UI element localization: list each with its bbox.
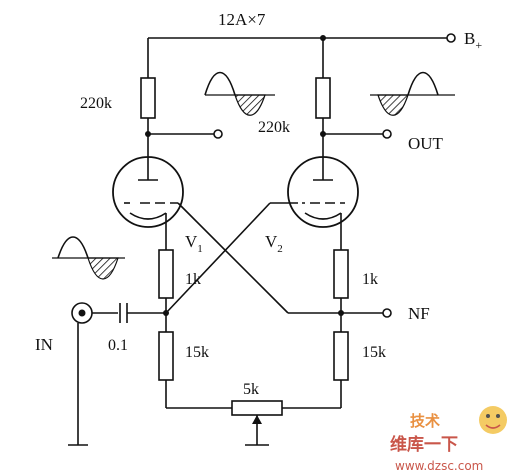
plate-resistor-right-label: 220k — [258, 119, 290, 136]
output-label: OUT — [408, 134, 444, 153]
input-jack — [68, 302, 118, 446]
tube-v2-label: V2 — [265, 232, 283, 255]
cathode-resistor-left — [158, 249, 174, 332]
waveform-right-top — [370, 71, 455, 116]
vacuum-tube-v1 — [112, 156, 184, 250]
svg-text:技术: 技术 — [410, 412, 440, 430]
svg-text:维库一下: 维库一下 — [390, 434, 458, 455]
tail-resistor-right — [282, 331, 349, 409]
tail-resistor-left — [158, 331, 232, 409]
capacitor-label: 0.1 — [108, 337, 128, 354]
potentiometer-label: 5k — [243, 381, 259, 398]
svg-text:www.dzsc.com: www.dzsc.com — [395, 459, 483, 473]
supply-rail — [148, 33, 456, 43]
cathode-resistor-left-label: 1k — [185, 271, 201, 288]
tube-v1-label: V1 — [185, 232, 203, 255]
cathode-resistor-right-label: 1k — [362, 271, 378, 288]
plate-resistor-left — [140, 38, 223, 165]
cross-coupling-wires — [165, 202, 341, 314]
plate-resistor-left-label: 220k — [80, 95, 112, 112]
vacuum-tube-v2 — [287, 156, 359, 250]
waveform-input — [52, 236, 125, 280]
watermark-logo: 技术 维库一下 www.dzsc.com — [390, 406, 507, 473]
feedback-label: NF — [408, 304, 430, 323]
tail-resistor-left-label: 15k — [185, 344, 209, 361]
tail-resistor-right-label: 15k — [362, 344, 386, 361]
cathode-resistor-right — [333, 249, 392, 332]
tube-type-title: 12A×7 — [218, 10, 266, 29]
waveform-left-top — [204, 71, 275, 116]
plate-resistor-right — [315, 38, 392, 165]
supply-label: B+ — [464, 29, 482, 52]
input-label: IN — [35, 335, 53, 354]
balance-potentiometer — [231, 400, 283, 446]
coupling-capacitor — [119, 303, 166, 323]
